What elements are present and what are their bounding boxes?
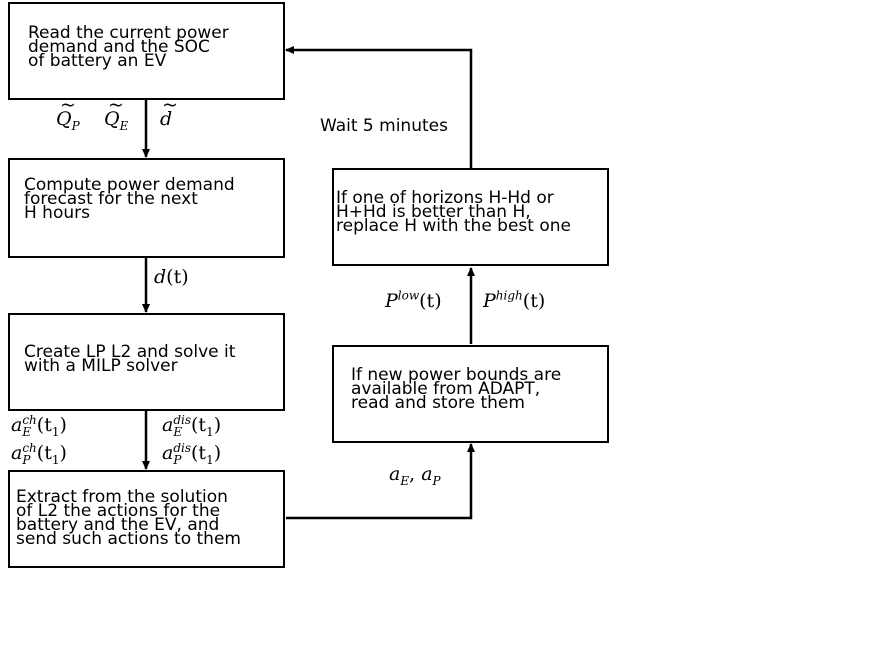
p-low-symbol: P <box>385 290 398 312</box>
a-ch-e-t1-close: ) <box>59 414 67 436</box>
p-high-symbol: P <box>483 290 496 312</box>
a-dis-e-sup: dis <box>173 413 192 427</box>
a-ch-p-t1-close: ) <box>59 442 67 464</box>
qe-label: ~ Q E <box>104 94 129 133</box>
forecast-text: Compute power demand forecast for the ne… <box>24 175 235 223</box>
ap-sub: P <box>432 473 441 488</box>
dt-symbol: d <box>154 266 167 288</box>
a-ch-p-sub: P <box>22 453 31 467</box>
a-ch-e-symbol: a <box>11 414 23 436</box>
a-ch-p-sup: ch <box>22 441 37 455</box>
a-ch-p-symbol: a <box>11 442 23 464</box>
horizon-text: If one of horizons H-Hd or H+Hd is bette… <box>336 188 571 236</box>
ae-ap-comma: , <box>409 463 422 485</box>
p-high-arg: (t) <box>522 290 546 312</box>
bounds-text: If new power bounds are available from A… <box>351 365 562 413</box>
a-ch-e-sup: ch <box>22 413 37 427</box>
d-tilde-symbol: d <box>160 108 173 130</box>
horizon-box: If one of horizons H-Hd or H+Hd is bette… <box>332 168 609 266</box>
arrow-extract-to-bounds <box>286 443 475 520</box>
a-dis-p-t1-sub: 1 <box>206 452 214 467</box>
qp-label: ~ Q P <box>56 94 80 133</box>
ap-symbol: a <box>421 463 433 485</box>
d-tilde-label: ~ d <box>160 94 178 130</box>
a-dis-p-t1-close: ) <box>213 442 222 464</box>
lp-text: Create LP L2 and solve it with a MILP so… <box>24 342 236 376</box>
extract-box: Extract from the solution of L2 the acti… <box>8 470 285 568</box>
a-ch-e-t1-sub: 1 <box>51 424 60 439</box>
p-high-sup: high <box>495 288 523 303</box>
a-dis-p-symbol: a <box>162 442 174 464</box>
read-demand-box: Read the current power demand and the SO… <box>8 2 285 100</box>
p-high-label: Phigh(t) <box>483 290 545 312</box>
dt-arg: (t) <box>166 266 189 288</box>
wait-label: Wait 5 minutes <box>320 116 448 136</box>
a-dis-p-sup: dis <box>173 441 192 455</box>
bounds-box: If new power bounds are available from A… <box>332 345 609 443</box>
a-dis-e-sub: E <box>173 425 183 439</box>
ae-symbol: a <box>389 463 401 485</box>
a-dis-e-t1-open: (t <box>191 414 207 436</box>
read-demand-text: Read the current power demand and the SO… <box>28 23 229 71</box>
p-low-arg: (t) <box>419 290 442 312</box>
forecast-box: Compute power demand forecast for the ne… <box>8 158 285 258</box>
a-ch-e-t1-open: (t <box>36 414 52 436</box>
qe-sub: E <box>119 118 129 133</box>
a-dis-e-t1-close: ) <box>213 414 222 436</box>
qe-symbol: Q <box>104 108 120 130</box>
lp-box: Create LP L2 and solve it with a MILP so… <box>8 313 285 411</box>
a-dis-e-t1-sub: 1 <box>206 424 214 439</box>
extract-text: Extract from the solution of L2 the acti… <box>16 487 241 549</box>
p-low-sup: low <box>397 288 420 303</box>
arrow-horizon-to-read <box>285 46 473 168</box>
a-ch-p-t1-open: (t <box>36 442 52 464</box>
ae-sub: E <box>400 473 410 488</box>
a-dis-e-symbol: a <box>162 414 174 436</box>
a-dis-p-t1-open: (t <box>191 442 207 464</box>
p-low-label: Plow(t) <box>385 290 442 312</box>
ae-ap-label: aE, aP <box>389 463 441 488</box>
a-ch-p-t1-sub: 1 <box>51 452 60 467</box>
qp-symbol: Q <box>56 108 72 130</box>
qp-sub: P <box>71 118 80 133</box>
a-ch-e-sub: E <box>22 425 32 439</box>
a-dis-p-sub: P <box>173 453 182 467</box>
dt-label: d(t) <box>154 266 189 288</box>
